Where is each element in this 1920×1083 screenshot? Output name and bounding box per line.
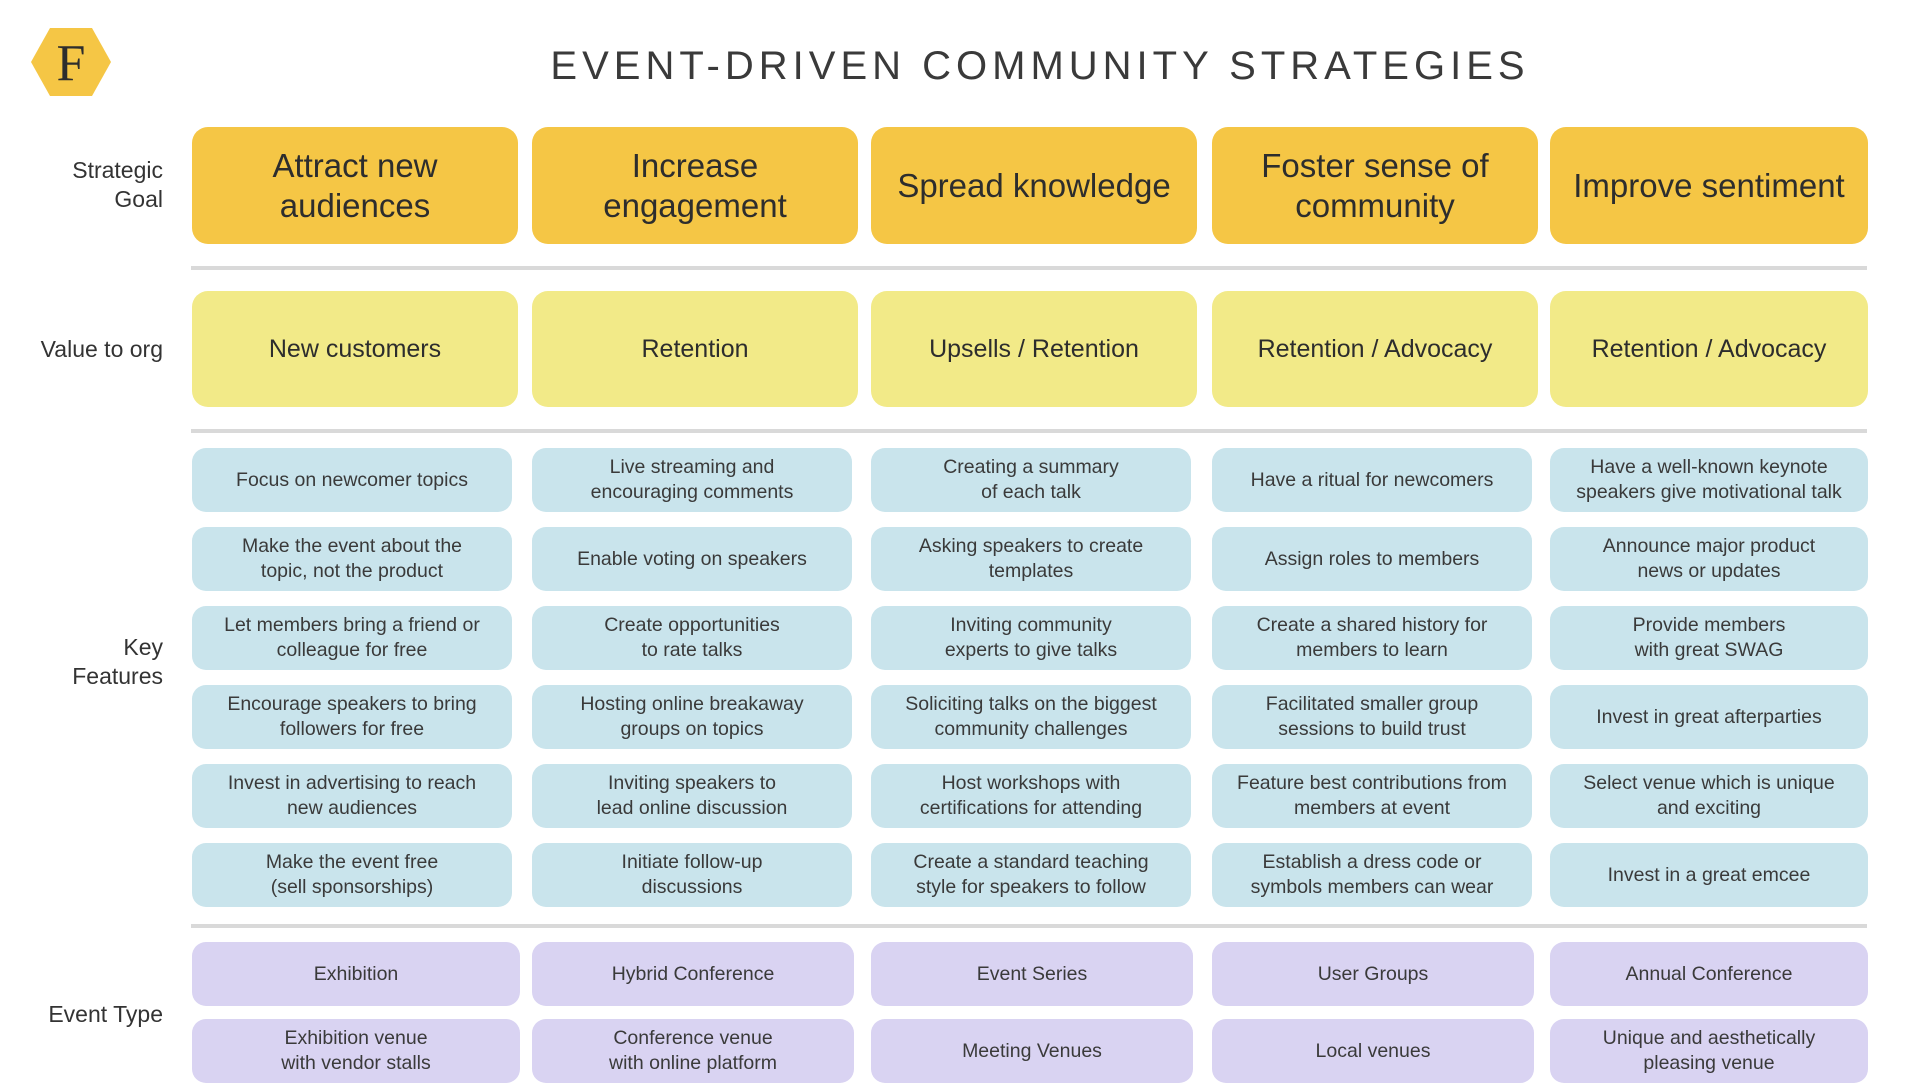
feature-card: Assign roles to members [1212,527,1532,591]
feature-card: Asking speakers to create templates [871,527,1191,591]
row-label-key-features: Key Features [72,634,163,689]
event-type-card: Event Series [871,942,1193,1006]
strategy-column: Attract new audiences New customers Focu… [192,0,520,1083]
strategy-column: Improve sentiment Retention / Advocacy H… [1550,0,1870,1083]
feature-card: Let members bring a friend or colleague … [192,606,512,670]
row-label-strategic-goal: Strategic Goal [72,157,163,212]
divider-features-event [191,924,1867,928]
strategic-goal-card: Improve sentiment [1550,127,1868,244]
event-type-card: Annual Conference [1550,942,1868,1006]
feature-card: Host workshops with certifications for a… [871,764,1191,828]
feature-card: Invest in great afterparties [1550,685,1868,749]
event-type-card: Exhibition [192,942,520,1006]
feature-card: Invest in a great emcee [1550,843,1868,907]
feature-card: Have a ritual for newcomers [1212,448,1532,512]
venue-card: Meeting Venues [871,1019,1193,1083]
divider-value-features [191,429,1867,433]
feature-card: Soliciting talks on the biggest communit… [871,685,1191,749]
feature-card: Announce major product news or updates [1550,527,1868,591]
feature-card: Focus on newcomer topics [192,448,512,512]
feature-card: Provide members with great SWAG [1550,606,1868,670]
value-card: Upsells / Retention [871,291,1197,407]
feature-card: Create a shared history for members to l… [1212,606,1532,670]
venue-card: Unique and aesthetically pleasing venue [1550,1019,1868,1083]
value-card: Retention / Advocacy [1212,291,1538,407]
strategic-goal-card: Spread knowledge [871,127,1197,244]
feature-card: Inviting speakers to lead online discuss… [532,764,852,828]
feature-card: Select venue which is unique and excitin… [1550,764,1868,828]
feature-card: Facilitated smaller group sessions to bu… [1212,685,1532,749]
feature-card: Hosting online breakaway groups on topic… [532,685,852,749]
feature-card: Initiate follow-up discussions [532,843,852,907]
feature-card: Create a standard teaching style for spe… [871,843,1191,907]
feature-card: Create opportunities to rate talks [532,606,852,670]
value-card: Retention / Advocacy [1550,291,1868,407]
feature-card: Feature best contributions from members … [1212,764,1532,828]
brand-logo: F [31,28,111,96]
strategy-column: Foster sense of community Retention / Ad… [1212,0,1538,1083]
venue-card: Exhibition venue with vendor stalls [192,1019,520,1083]
logo-letter: F [57,35,86,92]
feature-card: Creating a summary of each talk [871,448,1191,512]
feature-card: Make the event free (sell sponsorships) [192,843,512,907]
value-card: Retention [532,291,858,407]
feature-card: Establish a dress code or symbols member… [1212,843,1532,907]
feature-card: Enable voting on speakers [532,527,852,591]
row-label-event-type: Event Type [48,1001,163,1027]
strategy-column: Increase engagement Retention Live strea… [532,0,858,1083]
feature-card: Encourage speakers to bring followers fo… [192,685,512,749]
value-card: New customers [192,291,518,407]
strategic-goal-card: Foster sense of community [1212,127,1538,244]
strategic-goal-card: Increase engagement [532,127,858,244]
feature-card: Live streaming and encouraging comments [532,448,852,512]
event-type-card: Hybrid Conference [532,942,854,1006]
feature-card: Have a well-known keynote speakers give … [1550,448,1868,512]
venue-card: Conference venue with online platform [532,1019,854,1083]
row-label-value-to-org: Value to org [40,336,163,362]
page-title: EVENT-DRIVEN COMMUNITY STRATEGIES [550,44,1530,88]
strategic-goal-card: Attract new audiences [192,127,518,244]
divider-goal-value [191,266,1867,270]
feature-card: Invest in advertising to reach new audie… [192,764,512,828]
event-type-card: User Groups [1212,942,1534,1006]
feature-card: Inviting community experts to give talks [871,606,1191,670]
feature-card: Make the event about the topic, not the … [192,527,512,591]
strategy-column: Spread knowledge Upsells / Retention Cre… [871,0,1197,1083]
venue-card: Local venues [1212,1019,1534,1083]
logo-hexagon [31,28,111,96]
